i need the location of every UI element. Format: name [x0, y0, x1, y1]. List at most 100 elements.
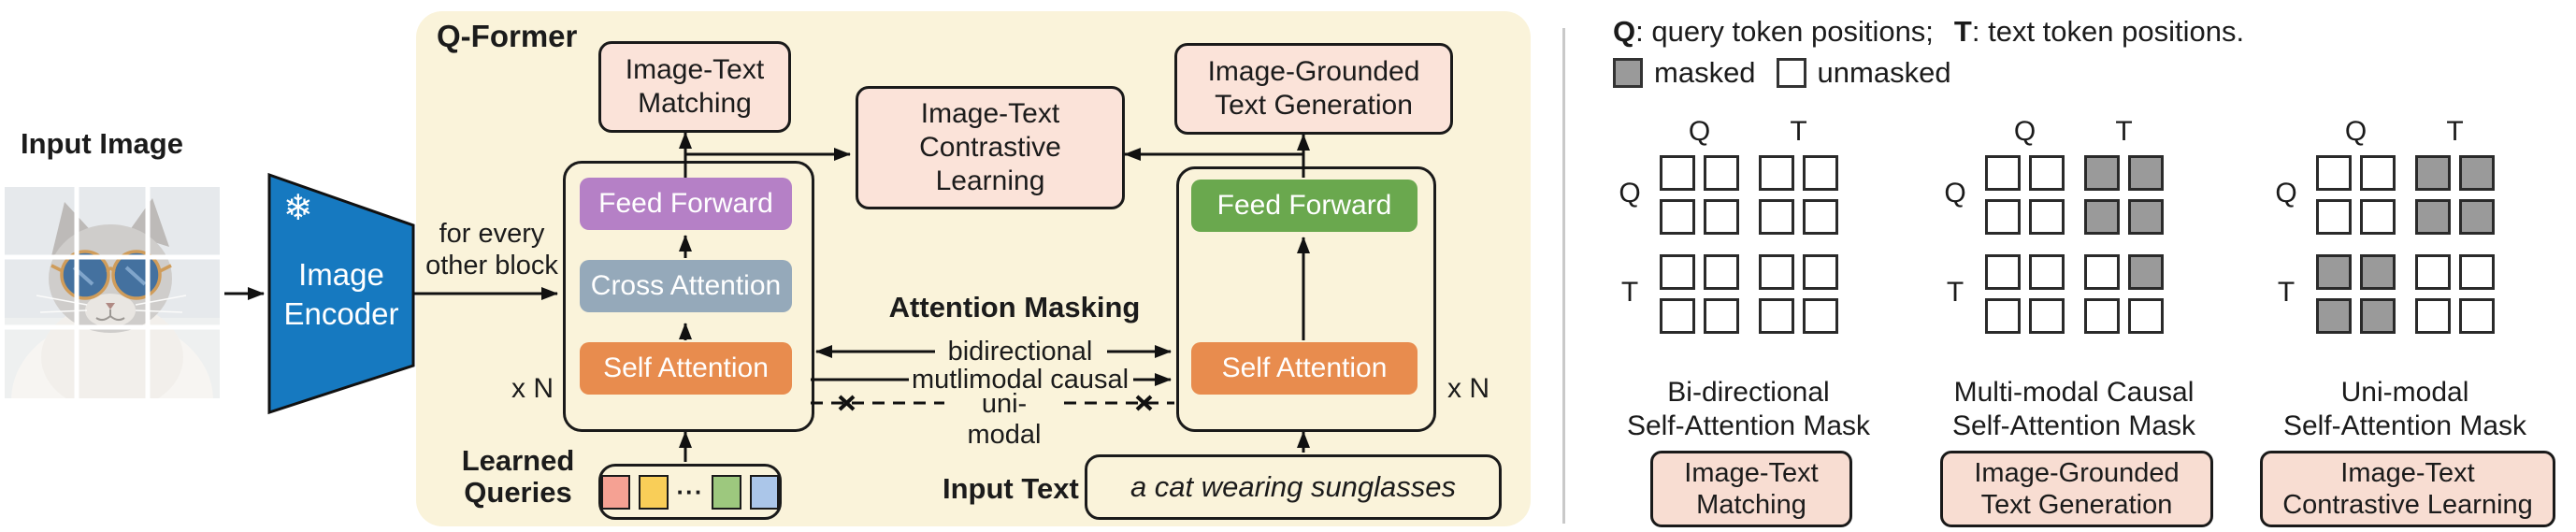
qformer-title: Q-Former: [437, 19, 578, 53]
unmasked-cell: [1985, 254, 2021, 290]
row-label-t: T: [1946, 277, 1964, 308]
unmasked-cell: [1803, 298, 1838, 334]
task-line2: Contrastive Learning: [2282, 490, 2533, 520]
unmasked-cell: [1704, 298, 1739, 334]
token-positions-legend: Q: query token positions;T: text token p…: [1613, 15, 2244, 49]
unmasked-cell: [2459, 298, 2495, 334]
input-text-value: a cat wearing sunglasses: [1085, 454, 1502, 520]
query-token-swatch: [601, 474, 631, 510]
masked-cell: [2128, 155, 2164, 191]
feed-forward-left: Feed Forward: [580, 178, 792, 230]
row-label-t: T: [1620, 277, 1639, 308]
masked-cell: [2084, 199, 2120, 235]
igt-line1: Image-Grounded: [1207, 56, 1420, 87]
caption-line1: Uni-modal: [2340, 377, 2469, 408]
multimodal-causal-mask-figure: Q T Q T Multi-modal Causal Self-Attentio…: [1896, 110, 2252, 529]
masked-cell: [2316, 298, 2352, 334]
cat-input-image: [5, 187, 220, 398]
attention-mask-grid: [1985, 155, 2164, 334]
unmasked-cell: [1985, 199, 2021, 235]
unmasked-cell: [2415, 298, 2451, 334]
unmasked-cell: [2316, 155, 2352, 191]
row-label-q: Q: [2275, 178, 2297, 208]
mask-caption: Uni-modal Self-Attention Mask: [2227, 376, 2576, 443]
section-divider: [1562, 28, 1565, 524]
unmasked-cell: [1704, 155, 1739, 191]
masked-cell: [2459, 199, 2495, 235]
unmasked-cell: [2459, 254, 2495, 290]
unmasked-cell: [1759, 155, 1794, 191]
input-text-label: Input Text: [943, 472, 1079, 505]
column-label-t: T: [2115, 116, 2133, 147]
feed-forward-right: Feed Forward: [1191, 180, 1418, 232]
masked-cell: [2415, 155, 2451, 191]
masked-cell: [2084, 155, 2120, 191]
task-label-box: Image-Text Matching: [1650, 451, 1852, 527]
learned-line2: Queries: [464, 476, 572, 509]
unmasked-cell: [2360, 199, 2396, 235]
unmasked-cell: [1803, 254, 1838, 290]
query-transformer-block: [563, 161, 814, 432]
itc-line2: Contrastive: [919, 132, 1061, 163]
repeat-n-right: x N: [1447, 373, 1489, 404]
column-label-t: T: [2446, 116, 2464, 147]
masked-cell: [2128, 199, 2164, 235]
column-label-q: Q: [2344, 116, 2367, 147]
caption-line2: Self-Attention Mask: [1951, 410, 2196, 441]
attention-mask-grid: [1660, 155, 1838, 334]
masked-cell: [2128, 254, 2164, 290]
q-symbol: Q: [1613, 15, 1636, 48]
unmasked-label: unmasked: [1817, 56, 1951, 89]
task-line1: Image-Text: [1684, 458, 1819, 488]
unmasked-cell: [2029, 199, 2065, 235]
itm-line1: Image-Text: [625, 54, 765, 85]
for-every-line2: other block: [425, 251, 558, 280]
query-token-swatch: [749, 474, 779, 510]
masked-cell: [2360, 254, 2396, 290]
unmasked-cell: [2029, 155, 2065, 191]
query-token-swatch: [639, 474, 669, 510]
unmasked-cell: [2084, 254, 2120, 290]
bidirectional-label: bidirectional: [935, 337, 1105, 367]
unmasked-cell: [1803, 199, 1838, 235]
unmasked-cell: [1704, 254, 1739, 290]
attention-masking-title: Attention Masking: [888, 291, 1141, 324]
caption-line1: Multi-modal Causal: [1953, 377, 2195, 408]
t-definition: : text token positions.: [1971, 15, 2245, 48]
task-label-box: Image-Text Contrastive Learning: [2260, 451, 2555, 527]
masked-cell: [2459, 155, 2495, 191]
itc-line1: Image-Text: [920, 98, 1060, 129]
image-text-contrastive-head: Image-Text Contrastive Learning: [856, 86, 1125, 209]
row-label-q: Q: [1619, 178, 1641, 208]
repeat-n-left: x N: [511, 373, 554, 404]
caption-line2: Self-Attention Mask: [1626, 410, 1871, 441]
unmasked-cell: [2029, 298, 2065, 334]
masked-swatch-icon: [1613, 58, 1643, 88]
cross-attention: Cross Attention: [580, 260, 792, 312]
unmasked-cell: [2084, 298, 2120, 334]
task-line2: Text Generation: [1980, 490, 2173, 520]
mask-caption: Multi-modal Causal Self-Attention Mask: [1896, 376, 2252, 443]
unmasked-cell: [1660, 199, 1695, 235]
input-image-label: Input Image: [21, 127, 183, 160]
self-attention-right: Self Attention: [1191, 342, 1418, 395]
unmasked-swatch-icon: [1776, 58, 1806, 88]
learned-line1: Learned: [461, 444, 575, 477]
task-label-box: Image-Grounded Text Generation: [1940, 451, 2213, 527]
learned-queries-label: Learned Queries: [447, 445, 589, 509]
column-label-t: T: [1790, 116, 1807, 147]
image-encoder-label-line1: Image: [298, 257, 384, 292]
igt-line2: Text Generation: [1215, 90, 1413, 121]
text-transformer-block: [1176, 166, 1436, 432]
column-label-q: Q: [1688, 116, 1711, 147]
row-label-t: T: [2277, 277, 2295, 308]
unmasked-cell: [1759, 298, 1794, 334]
bidirectional-mask-figure: Q T Q T Bi-directional Self-Attention Ma…: [1571, 110, 1926, 529]
unmasked-cell: [1660, 155, 1695, 191]
unmasked-cell: [2128, 298, 2164, 334]
unmasked-cell: [2415, 254, 2451, 290]
unmasked-cell: [1985, 298, 2021, 334]
unmasked-cell: [2029, 254, 2065, 290]
row-label-q: Q: [1944, 178, 1966, 208]
